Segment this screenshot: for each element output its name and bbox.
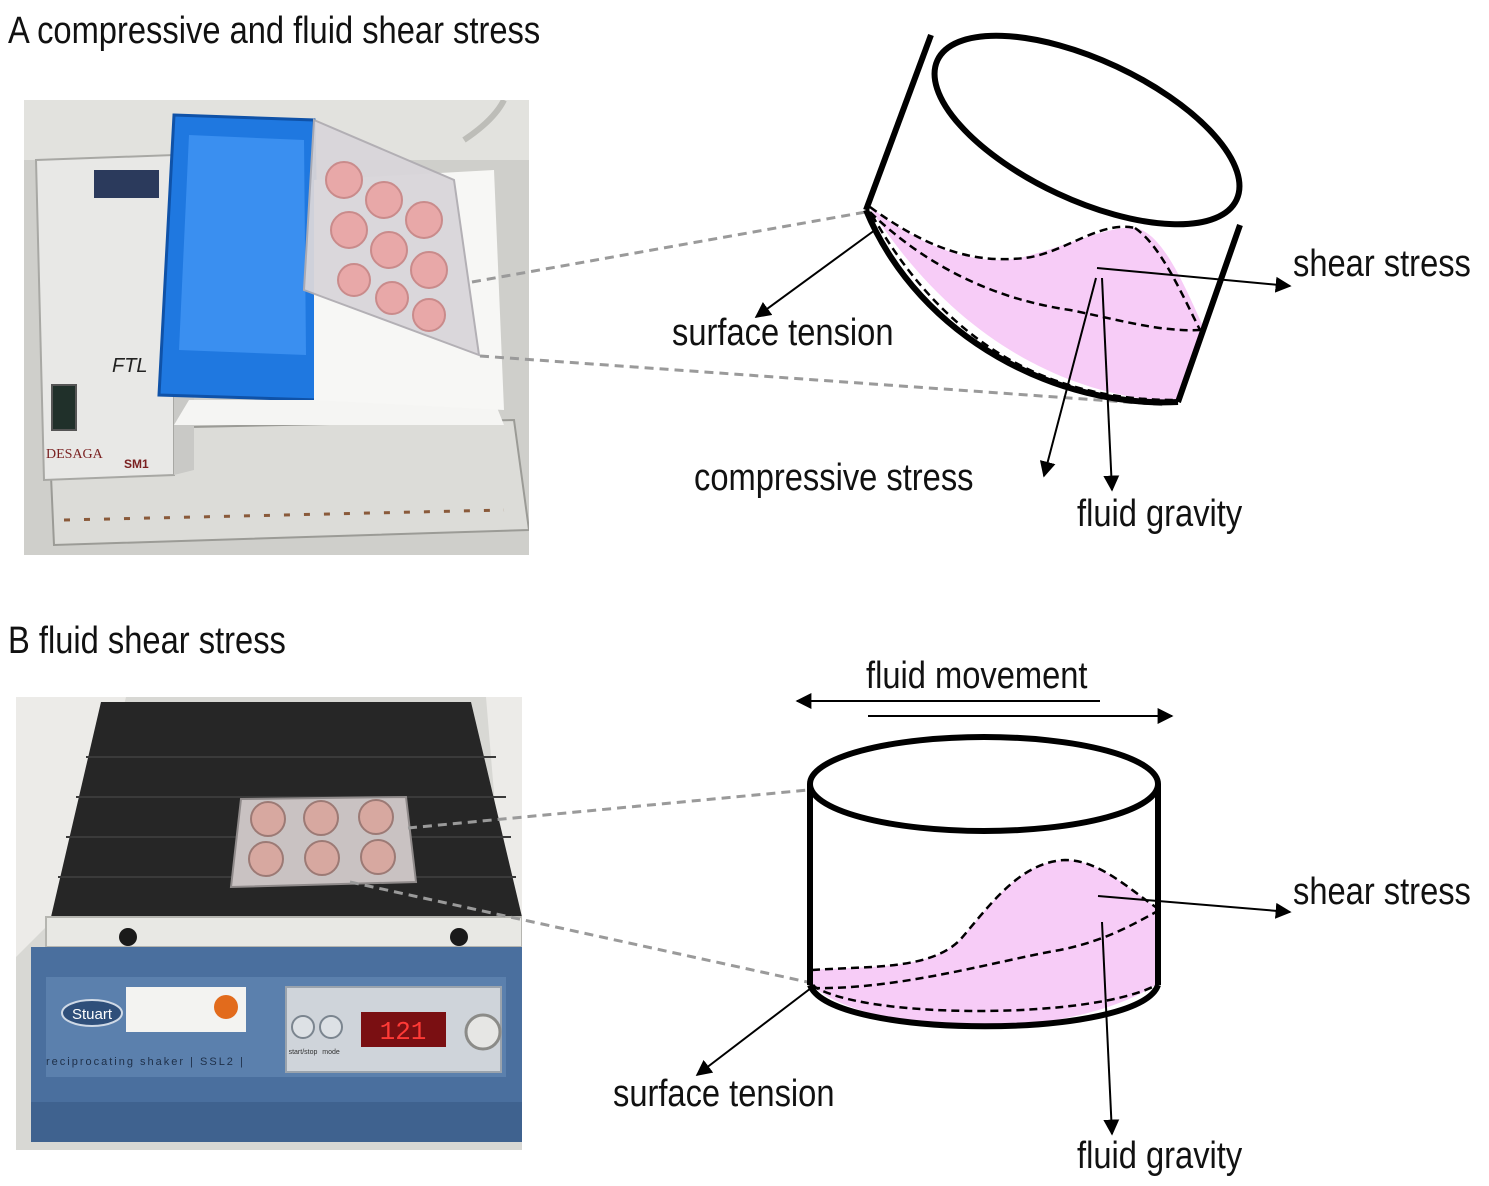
- dish-base: [863, 208, 1179, 406]
- label-shear-stress-b: shear stress: [1293, 870, 1471, 913]
- device-model: SM1: [124, 457, 149, 471]
- compressive-stress-arrow: [1039, 277, 1097, 478]
- panel-b-title: B fluid shear stress: [8, 620, 286, 662]
- fluid-gravity-arrow: [1101, 921, 1120, 1136]
- fluid-gravity-arrow: [1101, 277, 1120, 492]
- shaker-display: 121: [380, 1017, 427, 1047]
- shear-stress-arrow: [1097, 895, 1292, 919]
- connector-line: [407, 788, 809, 830]
- tilted-dish: [471, 32, 1292, 492]
- upright-dish: [349, 693, 1292, 1136]
- label-surface-tension-a: surface tension: [672, 311, 894, 354]
- label-fluid-movement: fluid movement: [866, 654, 1088, 697]
- handwritten-label: FTL: [112, 355, 148, 377]
- shear-stress-arrow: [1096, 267, 1292, 293]
- fluid-bottom-dashed: [811, 981, 1161, 1013]
- mode-label: mode: [322, 1049, 340, 1056]
- fluid-surface-dashed: [811, 858, 1161, 972]
- dish-rim: [931, 32, 1243, 228]
- fluid-surface-dashed: [1134, 226, 1202, 331]
- rocker-device-illustration: FTL DESAGA SM1: [24, 100, 529, 555]
- dish-base: [807, 983, 1161, 1030]
- label-fluid-gravity-a: fluid gravity: [1077, 492, 1242, 535]
- connector-line: [349, 880, 813, 985]
- dish-rim: [807, 734, 1161, 834]
- shaker-brand: Stuart: [72, 1006, 113, 1023]
- shaker-device-illustration: Stuart start/stop mode 121 reciprocating…: [16, 697, 522, 1150]
- photo-shaker-device: Stuart start/stop mode 121 reciprocating…: [16, 697, 522, 1150]
- shaker-model-text: reciprocating shaker | SSL2 |: [46, 1056, 245, 1068]
- start-stop-label: start/stop: [289, 1049, 318, 1056]
- fluid-interface-dashed: [811, 908, 1161, 990]
- label-shear-stress-a: shear stress: [1293, 242, 1471, 285]
- connector-line: [479, 354, 1169, 407]
- label-compressive-stress: compressive stress: [694, 456, 974, 499]
- panel-a-title: A compressive and fluid shear stress: [8, 10, 541, 52]
- surface-tension-arrow: [754, 229, 876, 318]
- fluid-bottom-dashed: [870, 214, 1176, 402]
- label-surface-tension-b: surface tension: [613, 1072, 835, 1115]
- device-brand: DESAGA: [46, 447, 104, 462]
- fluid-body: [812, 860, 1160, 1026]
- label-fluid-gravity-b: fluid gravity: [1077, 1134, 1242, 1177]
- fluid-interface-dashed: [869, 211, 1201, 332]
- connector-line: [471, 210, 867, 284]
- fluid-body: [868, 205, 1205, 402]
- surface-tension-arrow: [695, 984, 816, 1076]
- photo-rocker-device: FTL DESAGA SM1: [24, 100, 529, 555]
